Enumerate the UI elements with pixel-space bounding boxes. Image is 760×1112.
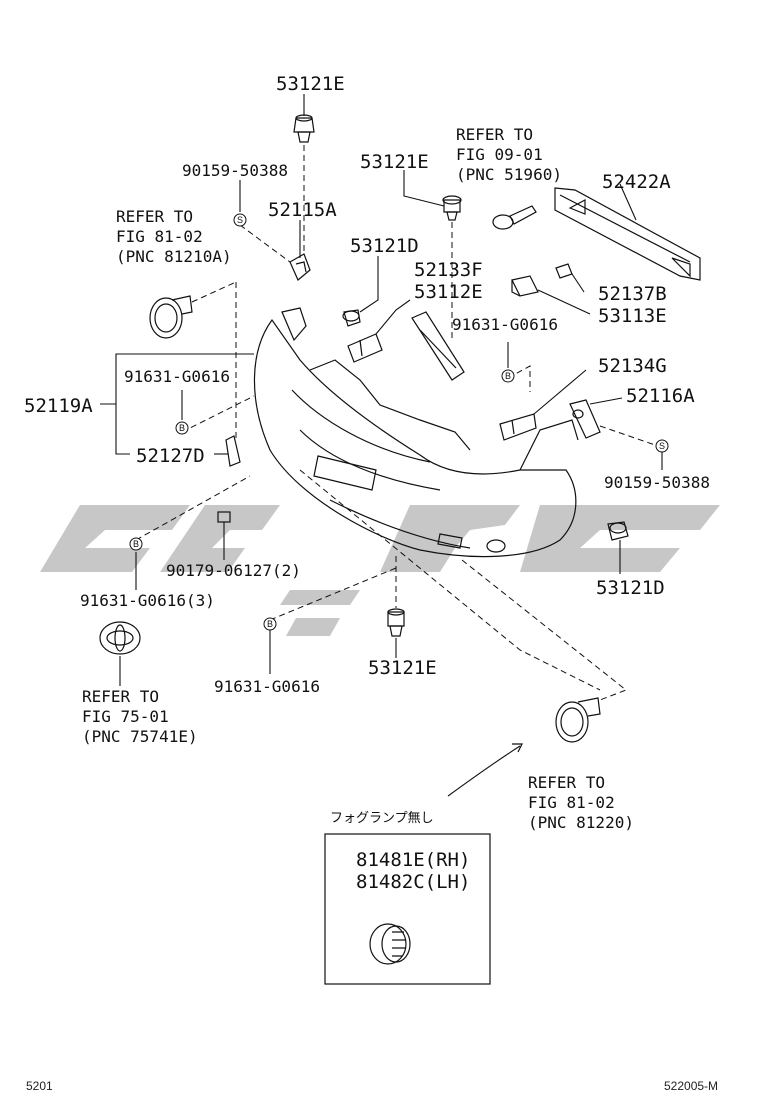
badge-b-lower-left: B xyxy=(129,537,143,551)
leader-line xyxy=(533,369,587,415)
svg-text:B: B xyxy=(133,539,139,549)
leader-dash xyxy=(269,567,397,621)
label-53121d-right: 53121D xyxy=(596,577,665,599)
clip-52137b xyxy=(555,263,573,279)
label-91631-bottom: 91631-G0616 xyxy=(214,677,320,696)
clip-53121e-top xyxy=(293,114,315,143)
label-52119a: 52119A xyxy=(24,395,93,417)
label-52133f: 52133F xyxy=(414,259,483,281)
absorber-52422a xyxy=(554,187,701,281)
inset-box xyxy=(324,833,491,985)
leader-line xyxy=(375,299,411,335)
retainer-52133f xyxy=(411,311,465,381)
label-53113e: 53113E xyxy=(598,305,667,327)
fog-cover-81481e xyxy=(369,923,411,965)
leader-dash xyxy=(181,395,255,433)
leader-dash xyxy=(191,281,237,303)
label-90179: 90179-06127(2) xyxy=(166,561,301,580)
refer-81220-line3: (PNC 81220) xyxy=(528,813,634,832)
label-52422a: 52422A xyxy=(602,171,671,193)
refer-81220-line2: FIG 81-02 xyxy=(528,793,615,812)
clip-53121e-mid xyxy=(442,195,462,221)
clip-53121d-right xyxy=(607,521,629,541)
leader-line xyxy=(537,289,591,315)
label-52116a: 52116A xyxy=(626,385,695,407)
bracket-53112e xyxy=(347,333,383,363)
label-53121e-top: 53121E xyxy=(276,73,345,95)
label-52115a: 52115A xyxy=(268,199,337,221)
label-90159-right: 90159-50388 xyxy=(604,473,710,492)
cap-52127d xyxy=(225,435,241,467)
refer-81210a-line1: REFER TO xyxy=(116,207,193,226)
label-90159-left: 90159-50388 xyxy=(182,161,288,180)
bracket-52115a xyxy=(289,253,311,281)
leader-dash xyxy=(135,475,251,541)
svg-text:B: B xyxy=(267,619,273,629)
label-53121d-top: 53121D xyxy=(350,235,419,257)
leader-dash xyxy=(299,469,601,691)
svg-text:S: S xyxy=(237,215,243,225)
label-81482c: 81482C(LH) xyxy=(356,871,470,893)
leader-line xyxy=(571,273,585,293)
refer-75741e-line2: FIG 75-01 xyxy=(82,707,169,726)
arrow-head xyxy=(512,743,523,753)
arrow-to-fog xyxy=(447,745,521,797)
clip-53121d-top xyxy=(342,309,361,327)
badge-s-left: S xyxy=(233,213,247,227)
watermark-logo xyxy=(40,505,720,636)
footer-page-code: 5201 xyxy=(26,1079,53,1093)
refer-75741e-line3: (PNC 75741E) xyxy=(82,727,198,746)
label-91631-mid-right: 91631-G0616 xyxy=(452,315,558,334)
badge-s-right: S xyxy=(655,439,669,453)
leader-line xyxy=(403,170,445,207)
badge-b-mid-right: B xyxy=(501,369,515,383)
clip-53121e-bottom xyxy=(387,608,405,637)
leader-dash xyxy=(599,425,659,447)
fog-lamp-left xyxy=(149,295,193,339)
label-53112e: 53112E xyxy=(414,281,483,303)
leader-line xyxy=(619,183,637,221)
emblem-part xyxy=(99,621,141,655)
leader-dash xyxy=(239,224,291,263)
refer-51960-line2: FIG 09-01 xyxy=(456,145,543,164)
refer-81220-line1: REFER TO xyxy=(528,773,605,792)
bracket-52134g xyxy=(499,413,537,441)
label-52137b: 52137B xyxy=(598,283,667,305)
leader-line xyxy=(589,397,623,405)
svg-text:B: B xyxy=(179,423,185,433)
leader-line xyxy=(100,353,254,455)
bracket-52116a xyxy=(569,399,601,439)
refer-81210a-line3: (PNC 81210A) xyxy=(116,247,232,266)
label-52134g: 52134G xyxy=(598,355,667,377)
footer-illustration-code: 522005-M xyxy=(664,1079,718,1093)
tow-eye-part xyxy=(492,205,537,230)
bracket-53113e xyxy=(511,275,539,297)
refer-75741e-line1: REFER TO xyxy=(82,687,159,706)
badge-b-left: B xyxy=(175,421,189,435)
leader-dash xyxy=(507,365,531,392)
refer-81210a-line2: FIG 81-02 xyxy=(116,227,203,246)
leader-line xyxy=(359,256,379,313)
label-91631-3: 91631-G0616(3) xyxy=(80,591,215,610)
badge-b-bottom: B xyxy=(263,617,277,631)
svg-text:B: B xyxy=(505,371,511,381)
label-81481e: 81481E(RH) xyxy=(356,849,470,871)
refer-51960-line3: (PNC 51960) xyxy=(456,165,562,184)
label-91631-left: 91631-G0616 xyxy=(124,367,230,386)
label-53121e-mid: 53121E xyxy=(360,151,429,173)
bumper-cover-52119a xyxy=(253,307,579,558)
label-53121e-bottom: 53121E xyxy=(368,657,437,679)
note-no-fog-lamp: フォグランプ無し xyxy=(330,811,434,826)
label-52127d: 52127D xyxy=(136,445,205,467)
svg-text:S: S xyxy=(659,441,665,451)
refer-51960-line1: REFER TO xyxy=(456,125,533,144)
fog-lamp-right xyxy=(555,697,601,743)
